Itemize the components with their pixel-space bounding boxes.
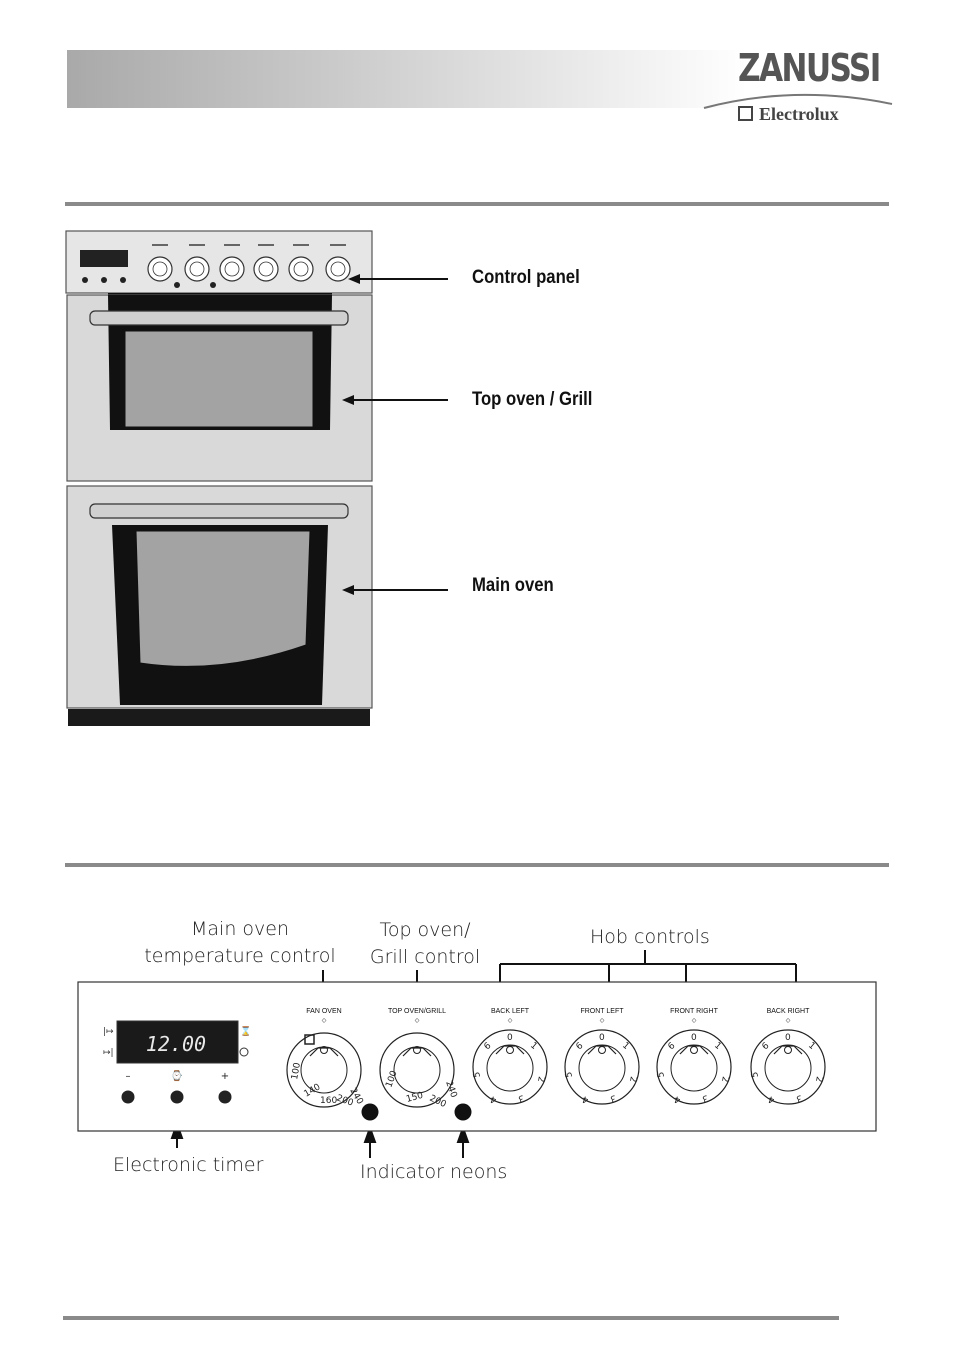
electrolux-icon xyxy=(738,106,753,121)
svg-text:⌛: ⌛ xyxy=(240,1025,251,1037)
main-oven-window xyxy=(130,530,311,667)
sub-brand-logo: Electrolux xyxy=(738,104,839,125)
timer-clock-button[interactable] xyxy=(170,1090,184,1104)
svg-text:◇: ◇ xyxy=(692,1018,697,1024)
indicator-neon-right xyxy=(454,1103,472,1121)
svg-text:0: 0 xyxy=(785,1033,791,1043)
svg-text:2: 2 xyxy=(813,1075,824,1082)
svg-text:100: 100 xyxy=(290,1062,303,1081)
timer-plus-button[interactable] xyxy=(218,1090,232,1104)
oven-plinth xyxy=(68,709,370,726)
top-oven-handle xyxy=(89,310,349,326)
svg-text:5: 5 xyxy=(564,1071,575,1078)
label-main-oven: Main oven xyxy=(472,575,554,596)
callout-top-oven-grill-line1: Top oven/ xyxy=(379,919,471,941)
main-oven-handle xyxy=(89,503,349,519)
svg-text:4: 4 xyxy=(767,1093,776,1104)
svg-text:0: 0 xyxy=(599,1033,605,1043)
callout-main-oven-temp-line1: Main oven xyxy=(191,918,289,940)
knob-label: TOP OVEN/GRILL xyxy=(388,1008,446,1015)
knob-label: BACK RIGHT xyxy=(767,1008,811,1015)
oven-front-diagram xyxy=(65,230,448,726)
svg-text:1: 1 xyxy=(712,1041,723,1052)
header-gradient-bar xyxy=(67,50,747,108)
svg-text:4: 4 xyxy=(489,1093,498,1104)
svg-text:3: 3 xyxy=(795,1092,804,1103)
callout-electronic-timer: Electronic timer xyxy=(113,1154,264,1176)
brand-logo: ZANUSSI xyxy=(738,46,881,90)
svg-text:0: 0 xyxy=(691,1033,697,1043)
sub-brand-text: Electrolux xyxy=(759,104,839,124)
svg-text:3: 3 xyxy=(517,1092,526,1103)
label-control-panel: Control panel xyxy=(472,267,580,288)
callout-indicator-neons: Indicator neons xyxy=(360,1161,508,1183)
svg-text:6: 6 xyxy=(761,1041,772,1053)
timer-clock-label: ⌚ xyxy=(171,1069,183,1082)
svg-text:1: 1 xyxy=(806,1041,817,1052)
knob-back-left[interactable]: BACK LEFT ◇ 0 1 2 3 4 5 6 xyxy=(472,1008,548,1105)
knob-top-oven-grill[interactable]: TOP OVEN/GRILL ◇ 100 150 200 240 xyxy=(379,1008,459,1110)
svg-text:◇: ◇ xyxy=(600,1018,605,1024)
svg-text:◇: ◇ xyxy=(322,1018,327,1024)
svg-text:5: 5 xyxy=(472,1071,483,1078)
timer-minus-button[interactable] xyxy=(121,1090,135,1104)
callout-top-oven-grill: Top oven/ Grill control xyxy=(350,917,500,971)
callout-main-oven-temp-line2: temperature control xyxy=(144,945,336,967)
section-rule-middle xyxy=(65,863,889,867)
svg-text:2: 2 xyxy=(627,1075,638,1082)
svg-text:160: 160 xyxy=(320,1096,337,1106)
svg-text:3: 3 xyxy=(609,1092,618,1103)
timer-display-value: 12.00 xyxy=(146,1032,206,1056)
svg-text:150: 150 xyxy=(405,1091,424,1105)
knob-label: FRONT LEFT xyxy=(580,1008,624,1015)
svg-text:◇: ◇ xyxy=(786,1018,791,1024)
svg-text:5: 5 xyxy=(656,1071,667,1078)
indicator-neon-left xyxy=(361,1103,379,1121)
timer-minus-label: – xyxy=(126,1071,131,1082)
section-rule-top xyxy=(65,202,889,206)
mini-timer-display xyxy=(80,250,128,267)
svg-text:5: 5 xyxy=(750,1071,761,1078)
svg-text:1: 1 xyxy=(528,1041,539,1052)
svg-text:◇: ◇ xyxy=(508,1018,513,1024)
mini-knobs xyxy=(147,256,351,282)
control-panel-detail: 12.00 |↦ ↦| ⌛ – ⌚ + FAN OVEN ◇ 100 140 1… xyxy=(77,950,877,1158)
svg-text:|↦: |↦ xyxy=(103,1027,114,1037)
callout-main-oven-temp: Main oven temperature control xyxy=(130,916,350,970)
svg-text:1: 1 xyxy=(620,1041,631,1052)
callout-hob-controls: Hob controls xyxy=(590,926,710,948)
knob-label: BACK LEFT xyxy=(491,1008,530,1015)
knob-front-right[interactable]: FRONT RIGHT ◇ 0 1 2 3 4 5 6 xyxy=(656,1008,732,1105)
svg-text:3: 3 xyxy=(701,1092,710,1103)
svg-text:0: 0 xyxy=(507,1033,513,1043)
svg-text:6: 6 xyxy=(575,1041,586,1053)
section-rule-bottom xyxy=(63,1316,839,1320)
top-oven-window xyxy=(124,330,314,428)
label-top-oven: Top oven / Grill xyxy=(472,389,593,410)
svg-text:4: 4 xyxy=(581,1093,590,1104)
knob-back-right[interactable]: BACK RIGHT ◇ 0 1 2 3 4 5 6 xyxy=(750,1008,826,1105)
knob-label: FAN OVEN xyxy=(306,1008,341,1015)
svg-text:6: 6 xyxy=(667,1041,678,1053)
svg-text:◇: ◇ xyxy=(415,1018,420,1024)
svg-text:2: 2 xyxy=(719,1075,730,1082)
svg-text:6: 6 xyxy=(483,1041,494,1053)
callout-top-oven-grill-line2: Grill control xyxy=(369,946,481,968)
timer-plus-label: + xyxy=(221,1071,229,1082)
svg-text:4: 4 xyxy=(673,1093,682,1104)
knob-label: FRONT RIGHT xyxy=(670,1008,718,1015)
knob-front-left[interactable]: FRONT LEFT ◇ 0 1 2 3 4 5 6 xyxy=(564,1008,640,1105)
svg-text:↦|: ↦| xyxy=(103,1048,114,1058)
brand-swoosh xyxy=(703,93,893,109)
svg-text:2: 2 xyxy=(535,1075,546,1082)
timer-display xyxy=(116,1020,239,1064)
